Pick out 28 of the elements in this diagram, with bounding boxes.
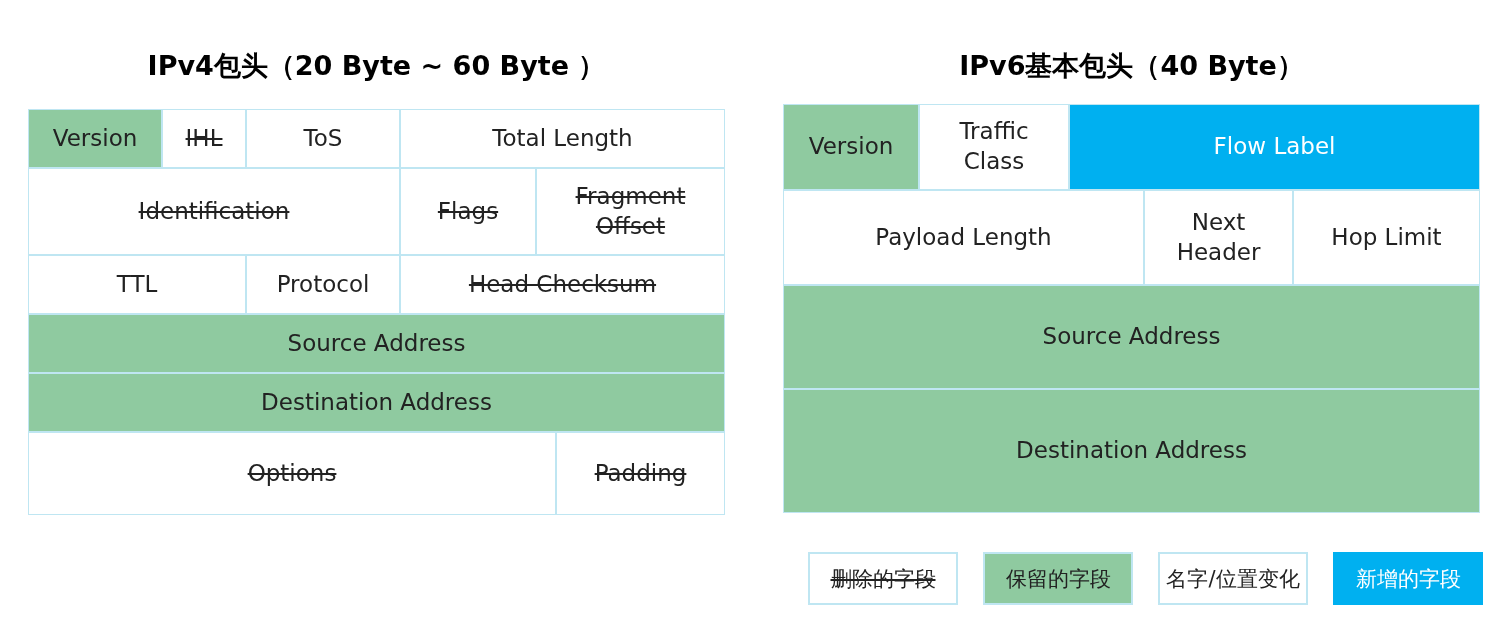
legend-key: 名字/位置变化 [1158,552,1308,605]
header-field-cell: Source Address [28,314,725,373]
header-field-cell: Destination Address [783,389,1480,513]
header-field-cell: Protocol [246,255,400,314]
header-field-cell: Next Header [1144,190,1293,285]
header-field-cell: Source Address [783,285,1480,389]
table-heading: IPv6基本包头（40 Byte） [958,49,1305,83]
legend-key: 新增的字段 [1333,552,1483,605]
table-heading: IPv4包头（20 Byte ~ 60 Byte ） [146,49,607,83]
header-field-cell: Options [28,432,556,515]
header-field-cell: Fragment Offset [536,168,725,255]
header-field-cell: Hop Limit [1293,190,1480,285]
legend-key: 删除的字段 [808,552,958,605]
header-field-cell: Version [28,109,162,168]
header-field-cell: Identification [28,168,400,255]
header-field-cell: Flow Label [1069,104,1480,190]
header-field-cell: Traffic Class [919,104,1069,190]
header-field-cell: TTL [28,255,246,314]
header-field-cell: IHL [162,109,246,168]
legend-key: 保留的字段 [983,552,1133,605]
header-field-cell: Payload Length [783,190,1144,285]
header-field-cell: Head Checksum [400,255,725,314]
header-field-cell: Version [783,104,919,190]
header-field-cell: Flags [400,168,536,255]
header-field-cell: Destination Address [28,373,725,432]
header-field-cell: ToS [246,109,400,168]
header-field-cell: Padding [556,432,725,515]
header-field-cell: Total Length [400,109,725,168]
